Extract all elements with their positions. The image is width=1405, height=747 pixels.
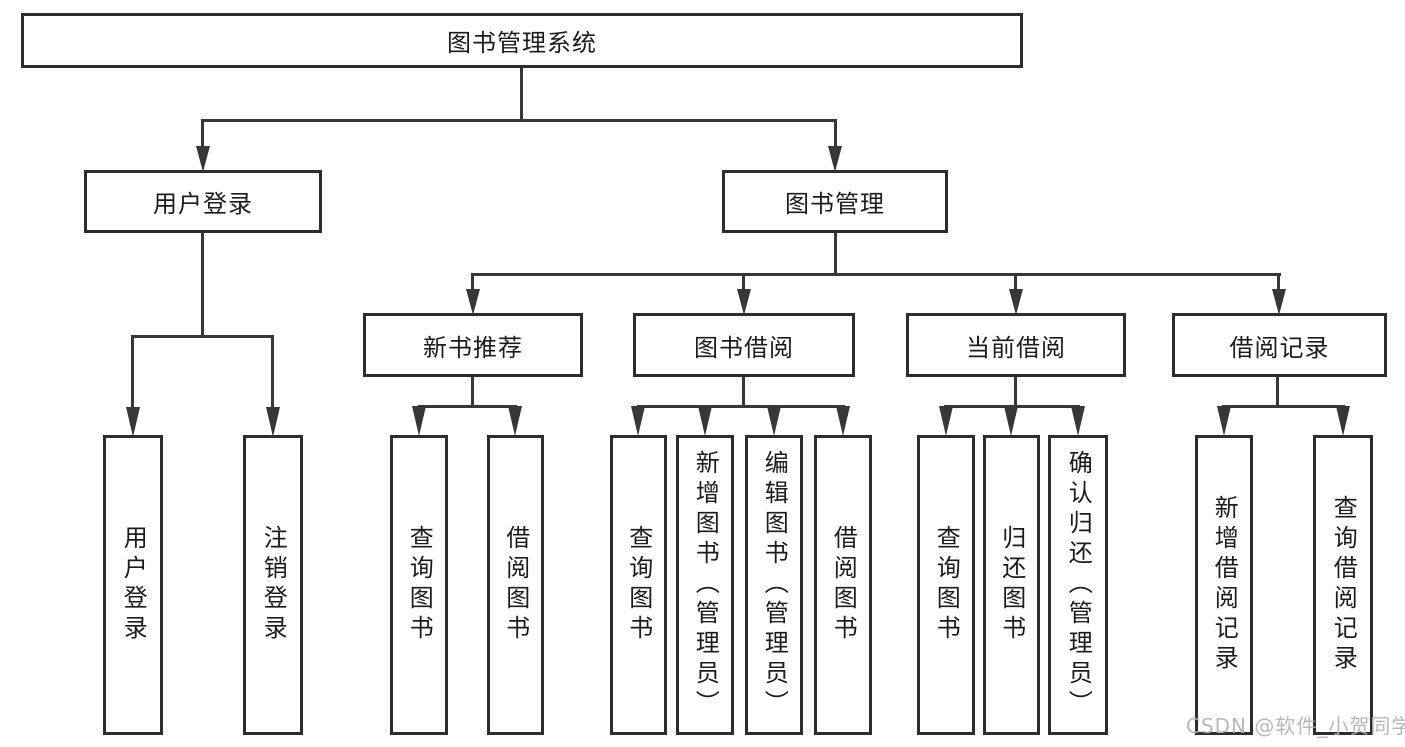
connector-line xyxy=(637,405,845,408)
leaf-query-books-borrowing: 查询图书 xyxy=(610,435,667,735)
arrow-head xyxy=(508,406,522,436)
connector-line xyxy=(201,119,204,148)
arrow-head xyxy=(939,406,953,436)
node-new-book-recommend: 新书推荐 xyxy=(363,313,583,377)
arrow-head xyxy=(126,407,140,437)
connector-line xyxy=(471,377,474,405)
arrow-head xyxy=(266,407,280,437)
arrow-head xyxy=(412,406,426,436)
connector-line xyxy=(1014,377,1017,405)
connector-line xyxy=(201,233,204,335)
connector-line xyxy=(742,273,745,291)
connector-line xyxy=(202,119,837,122)
arrow-head xyxy=(1217,406,1231,436)
connector-line xyxy=(834,119,837,148)
arrow-head xyxy=(836,406,850,436)
arrow-head xyxy=(1004,406,1018,436)
connector-line xyxy=(418,405,517,408)
leaf-return-book: 归还图书 xyxy=(983,435,1040,735)
arrow-head xyxy=(1336,406,1350,436)
node-current-borrowing: 当前借阅 xyxy=(906,313,1126,377)
leaf-query-books-current: 查询图书 xyxy=(917,435,975,735)
csdn-watermark: CSDN @软件_小贺同学 xyxy=(1186,714,1405,738)
arrow-head xyxy=(828,146,842,172)
leaf-add-book-admin: 新增图书（管理员） xyxy=(676,435,734,735)
arrow-head xyxy=(737,289,751,315)
arrow-head xyxy=(196,146,210,172)
connector-line xyxy=(131,335,134,410)
node-book-borrowing: 图书借阅 xyxy=(633,313,855,377)
connector-line xyxy=(271,335,274,410)
node-root-system: 图书管理系统 xyxy=(21,13,1023,68)
connector-line xyxy=(471,273,474,291)
connector-line xyxy=(131,335,274,338)
connector-line xyxy=(1277,273,1280,291)
node-user-login: 用户登录 xyxy=(84,170,322,233)
leaf-edit-book-admin: 编辑图书（管理员） xyxy=(745,435,803,735)
connector-line xyxy=(520,68,523,119)
connector-line xyxy=(834,233,837,273)
leaf-logout: 注销登录 xyxy=(243,435,303,735)
leaf-add-borrow-record: 新增借阅记录 xyxy=(1195,435,1253,735)
arrow-head xyxy=(698,406,712,436)
arrow-head xyxy=(466,289,480,315)
leaf-query-borrow-record: 查询借阅记录 xyxy=(1313,435,1373,735)
node-book-management: 图书管理 xyxy=(722,170,948,233)
leaf-query-books-recommend: 查询图书 xyxy=(390,435,448,735)
connector-line xyxy=(742,377,745,405)
leaf-borrow-books-recommend: 借阅图书 xyxy=(487,435,544,735)
arrow-head xyxy=(1272,289,1286,315)
arrow-head xyxy=(1009,289,1023,315)
connector-line xyxy=(1014,273,1017,291)
arrow-head xyxy=(631,406,645,436)
node-borrowing-records: 借阅记录 xyxy=(1172,313,1387,377)
arrow-head xyxy=(767,406,781,436)
leaf-borrow-books-borrowing: 借阅图书 xyxy=(814,435,872,735)
leaf-confirm-return-admin: 确认归还（管理员） xyxy=(1048,435,1108,735)
connector-line xyxy=(1222,405,1345,408)
leaf-user-login: 用户登录 xyxy=(103,435,163,735)
arrow-head xyxy=(1071,406,1085,436)
connector-line xyxy=(1276,377,1279,405)
connector-line xyxy=(472,273,1281,276)
